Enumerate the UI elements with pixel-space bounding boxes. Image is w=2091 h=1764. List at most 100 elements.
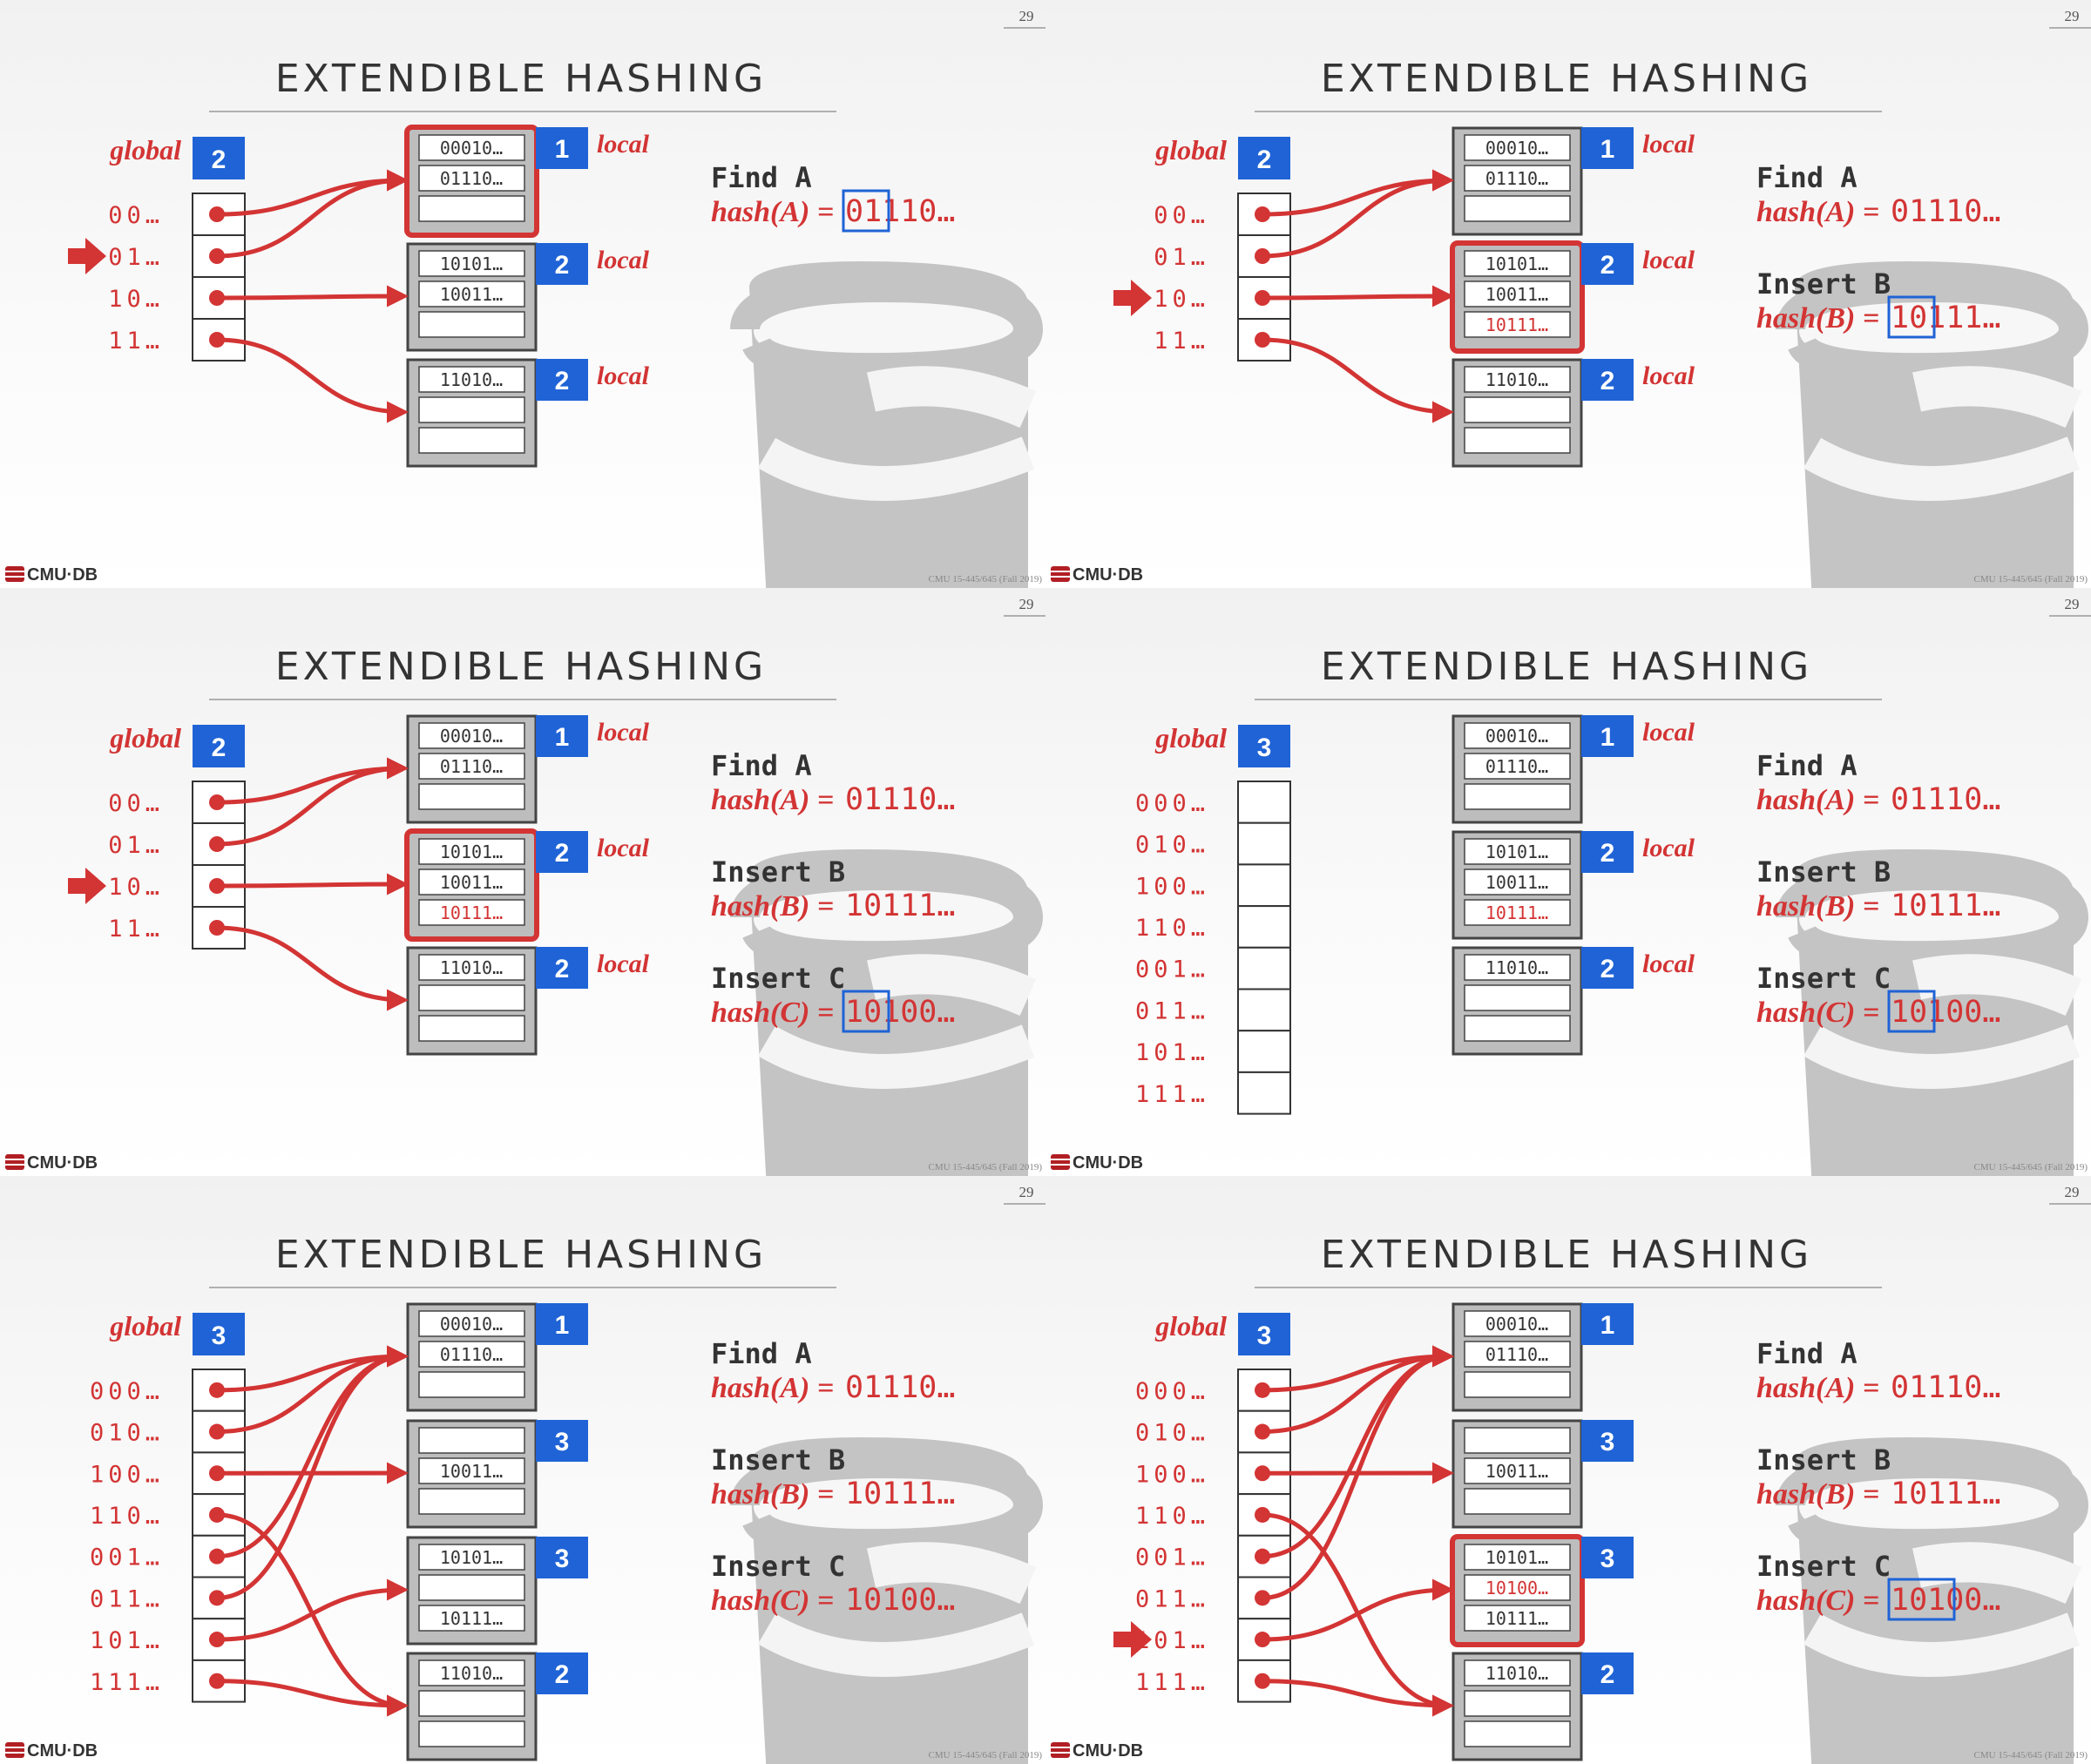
directory-slot bbox=[1237, 988, 1291, 1032]
bucket-entry-text: 00010… bbox=[440, 726, 503, 747]
bucket-entry bbox=[418, 1457, 525, 1484]
footer-course: CMU 15-445/645 (Fall 2019) bbox=[1974, 1162, 2088, 1173]
directory-pointer-line bbox=[1262, 1512, 1454, 1717]
local-depth-value: 2 bbox=[555, 955, 570, 983]
bucket-entry bbox=[1464, 1605, 1571, 1632]
bucket-entry bbox=[418, 1371, 525, 1398]
directory-label: 11… bbox=[1154, 328, 1209, 355]
directory-label: 111… bbox=[1135, 1669, 1209, 1696]
hash-value: 10100… bbox=[1891, 1583, 2000, 1618]
bucket-entry-text: 10101… bbox=[440, 253, 503, 274]
hash-label: hash(C) = bbox=[711, 1585, 834, 1617]
directory-pointer-line bbox=[1262, 285, 1454, 308]
local-depth-box bbox=[1581, 947, 1634, 989]
bucket-entry bbox=[418, 1574, 525, 1601]
bucket-entry-text: 10111… bbox=[440, 902, 503, 923]
local-depth-value: 1 bbox=[555, 1311, 570, 1340]
hash-value: 10100… bbox=[845, 995, 955, 1030]
bucket-entry bbox=[418, 722, 525, 749]
bucket-entry bbox=[1464, 1341, 1571, 1368]
bucket-4: 11010…2 bbox=[1452, 1652, 1634, 1761]
bucket-entry-text: 01110… bbox=[1485, 168, 1548, 189]
bucket-entry bbox=[418, 1605, 525, 1632]
logo-text: CMU·DB bbox=[1073, 565, 1143, 585]
page-number: 29 bbox=[1019, 596, 1034, 612]
bucket-entry bbox=[418, 838, 525, 865]
local-depth-value: 2 bbox=[555, 1660, 570, 1689]
local-depth-value: 2 bbox=[1600, 1660, 1615, 1689]
directory-label: 010… bbox=[90, 1420, 164, 1447]
local-depth-value: 1 bbox=[1600, 1311, 1615, 1340]
global-label: global bbox=[1154, 134, 1227, 166]
operation-label: Insert C bbox=[711, 1550, 845, 1583]
directory-slot bbox=[1237, 1071, 1291, 1115]
directory-label: 00… bbox=[108, 790, 164, 817]
hash-prefix-box bbox=[1887, 295, 1936, 339]
hash-label: hash(B) = bbox=[1756, 1478, 1879, 1511]
directory-label: 10… bbox=[1154, 286, 1209, 313]
bucket-1: 00010…01110…1 bbox=[1452, 1302, 1634, 1412]
bucket-entry bbox=[418, 280, 525, 308]
bucket-entry-text: 10101… bbox=[440, 841, 503, 862]
directory-slot bbox=[1237, 1030, 1291, 1073]
local-depth-box bbox=[536, 127, 588, 169]
hash-value: 01110… bbox=[1891, 782, 2000, 817]
directory-label: 10… bbox=[108, 286, 164, 313]
local-depth-value: 3 bbox=[555, 1428, 570, 1456]
bucket-entry bbox=[418, 366, 525, 393]
bucket-entry-text: 01110… bbox=[440, 756, 503, 777]
page-number: 29 bbox=[1019, 1184, 1034, 1200]
hash-value: 01110… bbox=[845, 1370, 955, 1405]
current-slot-arrow bbox=[1113, 1621, 1152, 1659]
bucket-entry-text: 01110… bbox=[1485, 1344, 1548, 1365]
directory-label: 001… bbox=[90, 1544, 164, 1571]
local-depth-box bbox=[1581, 127, 1634, 169]
cmu-db-logo: CMU·DB bbox=[5, 1153, 98, 1173]
local-depth-box bbox=[1581, 715, 1634, 757]
operation-label: Find A bbox=[711, 161, 812, 194]
bucket-entry-text: 00010… bbox=[440, 138, 503, 159]
directory-label: 101… bbox=[90, 1627, 164, 1654]
slide-title: EXTENDIBLE HASHING bbox=[275, 57, 767, 101]
bucket-entry-text: 11010… bbox=[440, 1663, 503, 1684]
directory-label: 01… bbox=[108, 244, 164, 271]
bucket-entry bbox=[1464, 195, 1571, 222]
bucket-entry-text: 00010… bbox=[440, 1314, 503, 1335]
local-label: local bbox=[1642, 246, 1695, 274]
logo-text: CMU·DB bbox=[27, 1741, 98, 1761]
local-depth-value: 2 bbox=[1600, 955, 1615, 983]
directory-pointer-line bbox=[1262, 1345, 1454, 1600]
database-watermark bbox=[1776, 261, 2089, 588]
directory-pointer-line bbox=[216, 1512, 409, 1717]
directory-label: 11… bbox=[108, 328, 164, 355]
global-depth-box bbox=[193, 725, 245, 767]
hash-value: 01110… bbox=[845, 194, 955, 229]
page-number: 29 bbox=[2065, 596, 2080, 612]
bucket-entry bbox=[1464, 868, 1571, 896]
footer-course: CMU 15-445/645 (Fall 2019) bbox=[929, 1750, 1043, 1761]
global-depth-box bbox=[1238, 725, 1290, 767]
footer-course: CMU 15-445/645 (Fall 2019) bbox=[929, 1162, 1043, 1173]
local-depth-box bbox=[1581, 831, 1634, 873]
global-depth-value: 2 bbox=[1257, 145, 1272, 174]
bucket-3: 10101…10111…3 bbox=[406, 1536, 588, 1646]
bucket-entry bbox=[418, 396, 525, 423]
global-depth-box bbox=[1238, 137, 1290, 179]
operation-label: Insert C bbox=[711, 962, 845, 995]
bucket-entry bbox=[1464, 1371, 1571, 1398]
directory-label: 000… bbox=[1135, 1378, 1209, 1405]
hash-value: 10111… bbox=[845, 1477, 955, 1511]
bucket-entry-text: 10011… bbox=[1485, 284, 1548, 305]
global-label: global bbox=[109, 134, 181, 166]
bucket-entry bbox=[418, 1341, 525, 1368]
hash-value: 10100… bbox=[1891, 995, 2000, 1030]
bucket-entry bbox=[1464, 1720, 1571, 1747]
local-depth-box bbox=[536, 1537, 588, 1578]
directory-label: 100… bbox=[1135, 1461, 1209, 1488]
bucket-entry bbox=[418, 1659, 525, 1686]
local-label: local bbox=[597, 950, 650, 978]
